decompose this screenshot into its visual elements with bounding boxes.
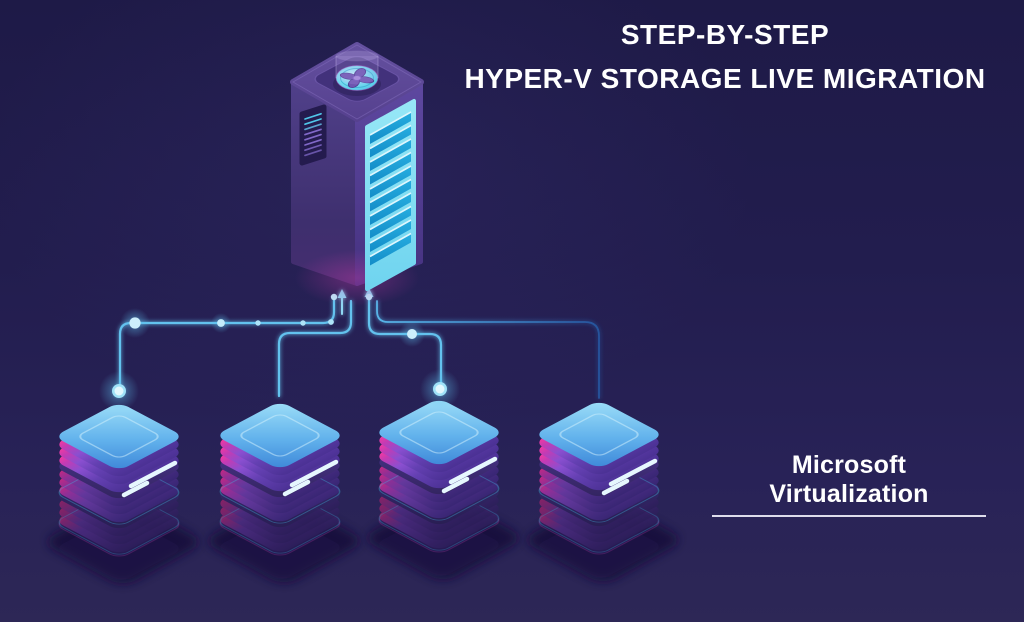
glow-dot [255,320,261,326]
glow-dot [129,317,141,329]
title-line-2: HYPER-V STORAGE LIVE MIGRATION [464,63,986,94]
glow-dot [217,319,225,327]
drive-bay-panel [365,99,416,291]
glow-dot [407,329,417,339]
storage-array-3 [361,398,525,583]
server-tower-illustration [290,42,424,306]
storage-array-1 [41,402,205,587]
connection-line-storage-4 [376,300,600,399]
brand-label: Microsoft Virtualization [712,451,986,517]
storage-array-2 [202,401,366,586]
endpoint-glow-dots [99,369,460,411]
cooling-fan-icon [314,50,400,102]
connection-line-storage-2 [277,299,353,398]
vent-panel [299,104,327,166]
glow-dot [328,319,334,325]
title-line-1: STEP-BY-STEP [620,19,830,50]
glow-dots [120,293,425,347]
connection-line-storage-1 [118,296,336,390]
storage-array-4 [521,400,685,585]
page-title: STEP-BY-STEP HYPER-V STORAGE LIVE MIGRAT… [440,13,1010,101]
glow-dot [300,320,306,326]
